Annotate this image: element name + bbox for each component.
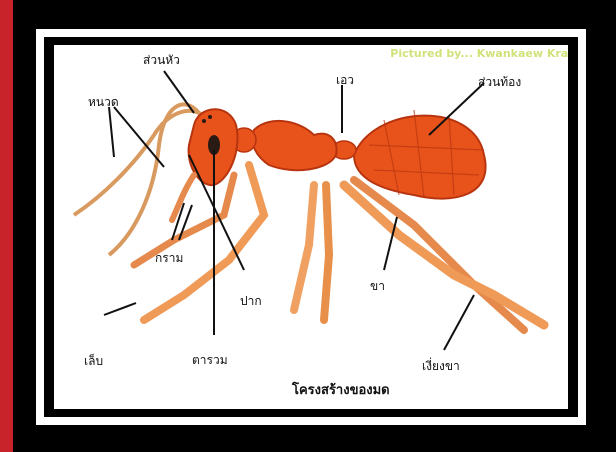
mandible [172, 175, 194, 220]
label-waist: เอว [336, 71, 354, 90]
label-jaw: กราม [155, 249, 183, 268]
label-antenna: หนวด [88, 93, 119, 112]
antenna-left [74, 111, 204, 215]
label-abdomen: ส่วนท้อง [478, 73, 521, 92]
leg-mid-a [294, 185, 314, 310]
ant-illustration [54, 45, 568, 409]
label-mouth: ปาก [240, 292, 262, 311]
label-leg: ขา [370, 277, 385, 296]
label-leg-spur: เงี่ยงขา [422, 357, 460, 376]
leg-back-far [354, 180, 524, 330]
thorax [252, 121, 336, 170]
label-claw: เล็บ [84, 352, 103, 371]
ant-diagram: Pictured by... Kwankaew Krai [54, 45, 568, 409]
diagram-caption: โครงสร้างของมด [292, 379, 390, 400]
red-edge-stripe [0, 0, 13, 452]
leg-mid-b [324, 185, 329, 320]
label-compound-eye: ตารวม [192, 351, 228, 370]
label-head: ส่วนหัว [143, 51, 180, 70]
